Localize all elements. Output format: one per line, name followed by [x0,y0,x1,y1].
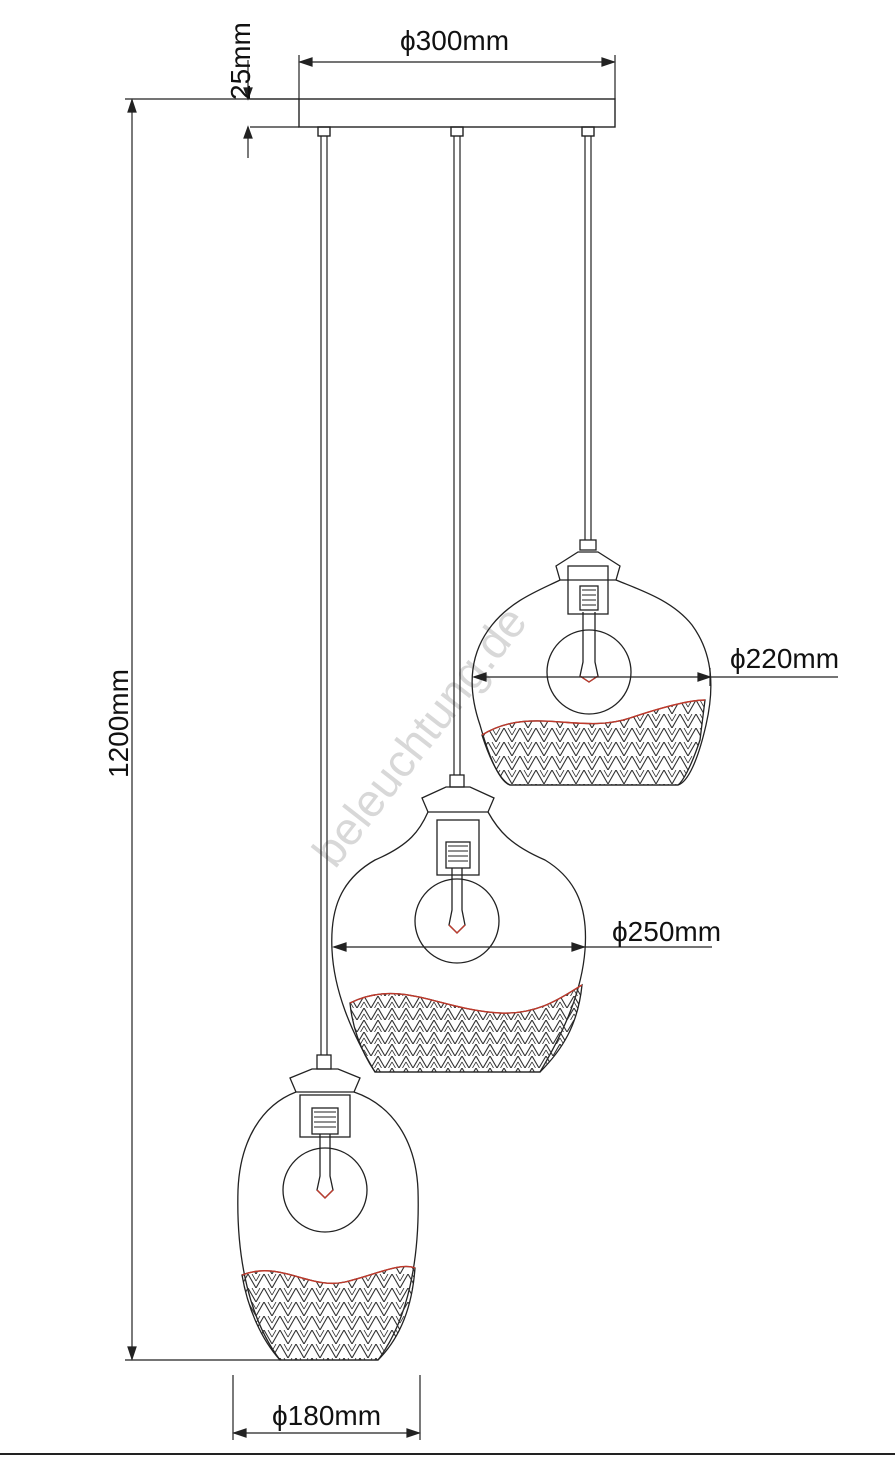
canopy-diameter-dimension [298,55,616,99]
canopy-diameter-label: ϕ300mm [400,25,509,56]
pendant-shade-medium [471,539,712,786]
shade-medium-diameter-dimension [472,668,838,686]
shade-large-diameter-label: ϕ250mm [612,916,721,947]
shade-large-diameter-dimension [332,942,712,952]
canopy [298,98,616,137]
shade-medium-diameter-label: ϕ220mm [730,643,839,674]
shade-small-diameter-dimension [232,1375,421,1440]
cables [320,136,592,1055]
total-height-dimension [125,98,299,1361]
pendant-shade-large [331,774,587,1073]
canopy-height-label: 25mm [225,22,256,100]
total-height-label: 1200mm [103,669,134,778]
shade-small-diameter-label: ϕ180mm [272,1400,381,1431]
pendant-shade-small [237,1054,419,1361]
